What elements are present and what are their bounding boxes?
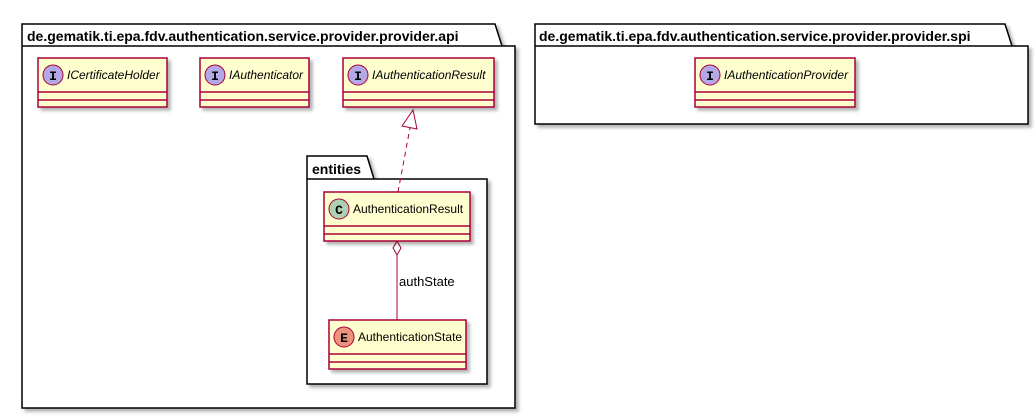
class-name: ICertificateHolder (67, 68, 161, 82)
class-name: IAuthenticationProvider (724, 68, 849, 82)
class-authenticationstate: E AuthenticationState (328, 319, 467, 370)
realization-arrow (397, 108, 418, 193)
class-iauthenticationprovider: I IAuthenticationProvider (694, 57, 856, 108)
package-spi-title: de.gematik.ti.epa.fdv.authentication.ser… (539, 28, 971, 44)
svg-text:I: I (354, 69, 362, 84)
package-api-title: de.gematik.ti.epa.fdv.authentication.ser… (27, 28, 459, 44)
class-iauthenticator: I IAuthenticator (199, 57, 310, 108)
aggregation-link: authState (392, 239, 455, 320)
class-badge-icon: C (328, 198, 350, 220)
class-name: IAuthenticationResult (372, 68, 486, 82)
aggregation-label: authState (399, 274, 455, 289)
package-entities-title: entities (312, 161, 361, 177)
class-name: IAuthenticator (229, 68, 304, 82)
class-iauthenticationresult: I IAuthenticationResult (342, 57, 495, 108)
enum-badge-icon: E (333, 326, 355, 348)
svg-text:I: I (706, 69, 714, 84)
svg-text:I: I (211, 69, 219, 84)
interface-badge-icon: I (347, 64, 369, 86)
interface-badge-icon: I (699, 64, 721, 86)
svg-text:I: I (49, 69, 57, 84)
interface-badge-icon: I (204, 64, 226, 86)
svg-text:E: E (340, 331, 348, 346)
svg-text:C: C (335, 203, 343, 218)
class-authenticationresult: C AuthenticationResult (323, 191, 471, 242)
interface-badge-icon: I (42, 64, 64, 86)
class-icertificateholder: I ICertificateHolder (37, 57, 168, 108)
class-name: AuthenticationState (358, 330, 462, 344)
class-name: AuthenticationResult (353, 202, 464, 216)
